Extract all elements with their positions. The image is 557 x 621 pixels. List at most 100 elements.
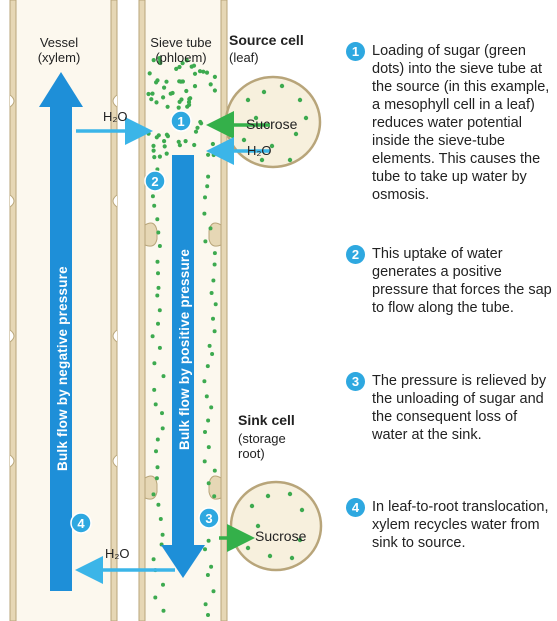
sugar-dot xyxy=(210,141,215,147)
sink-cell-title: Sink cell xyxy=(238,412,295,428)
sugar-dot xyxy=(299,507,305,513)
sugar-dot xyxy=(287,157,293,163)
sugar-dot xyxy=(155,217,160,222)
step-3-number: 3 xyxy=(346,372,365,391)
sugar-dot xyxy=(195,125,200,130)
sink-cell-subtitle-1: (storage xyxy=(238,431,286,446)
sugar-dot xyxy=(211,589,216,594)
sugar-dot xyxy=(160,411,164,416)
sugar-dot xyxy=(161,582,165,587)
sugar-dot xyxy=(156,502,161,507)
sugar-dot xyxy=(192,142,197,148)
sugar-dot xyxy=(245,545,251,551)
sugar-dot xyxy=(161,608,166,613)
sugar-dot xyxy=(287,491,293,497)
sugar-dot xyxy=(154,100,159,105)
sugar-dot xyxy=(188,96,193,101)
sugar-dot xyxy=(206,481,211,486)
positive-flow-label: Bulk flow by positive pressure xyxy=(177,249,192,450)
sugar-dot xyxy=(177,64,182,70)
sugar-dot xyxy=(157,244,162,248)
sieve-tube-right-wall xyxy=(220,0,228,621)
svg-text:4: 4 xyxy=(77,516,85,531)
sugar-dot xyxy=(202,211,207,216)
h2o-top-label: H₂O xyxy=(103,109,128,124)
sugar-dot xyxy=(168,91,173,96)
sugar-dot xyxy=(187,102,192,107)
sugar-dot xyxy=(255,523,261,529)
sugar-dot xyxy=(162,85,167,90)
sugar-dot xyxy=(210,352,215,356)
step-4-text: In leaf-to-root translocation, xylem rec… xyxy=(372,499,549,551)
xylem-right-wall xyxy=(110,0,118,621)
sugar-dot xyxy=(157,345,162,350)
sugar-dot xyxy=(147,71,152,76)
xylem-wall-pits xyxy=(9,94,118,468)
sugar-dot xyxy=(212,262,217,267)
sugar-dot xyxy=(152,155,157,160)
sieve-tube-label: Sieve tube (phloem) xyxy=(137,35,225,65)
sugar-dot xyxy=(174,66,179,71)
sugar-dot xyxy=(164,132,169,137)
phloem-translocation-diagram: Bulk flow by negative pressure Bulk flow… xyxy=(9,0,323,621)
sugar-dot xyxy=(183,139,188,144)
step-2-number: 2 xyxy=(346,245,365,264)
marker-4: 4 xyxy=(70,512,92,534)
sugar-dot xyxy=(146,131,151,136)
sugar-dot xyxy=(165,104,170,109)
sugar-dot xyxy=(297,97,303,103)
sugar-dot xyxy=(155,78,160,83)
sugar-dot xyxy=(152,361,157,366)
sugar-dot xyxy=(157,56,162,61)
negative-flow-label: Bulk flow by negative pressure xyxy=(55,266,70,471)
sugar-dot xyxy=(154,135,159,140)
sugar-dot xyxy=(205,184,210,189)
sugar-dot xyxy=(207,343,212,348)
sugar-dot xyxy=(261,89,267,95)
sugar-dot xyxy=(156,321,160,326)
sugar-dot xyxy=(180,61,185,66)
sugar-dot xyxy=(206,445,211,450)
sugar-dot xyxy=(303,115,309,121)
sugar-dot xyxy=(201,69,206,74)
sugar-dot xyxy=(151,148,156,153)
sugar-dot xyxy=(206,418,211,423)
sugar-dot xyxy=(206,613,210,617)
sugar-dot xyxy=(162,144,167,149)
sugar-dot xyxy=(160,532,165,537)
negative-pressure-arrow xyxy=(39,72,83,591)
sugar-dot xyxy=(160,426,165,431)
sugar-dot xyxy=(253,115,259,121)
sugar-dot xyxy=(161,374,166,379)
sugar-dot xyxy=(153,402,158,407)
sugar-dot xyxy=(204,70,210,75)
sugar-dot xyxy=(289,555,295,561)
sugar-dot xyxy=(179,97,184,102)
sugar-dot xyxy=(164,151,169,156)
step-1-text: Loading of sugar (green dots) into the s… xyxy=(372,43,550,203)
sugar-dot xyxy=(211,316,215,321)
vessel-label-line1: Vessel xyxy=(39,35,79,50)
sugar-dot xyxy=(269,143,275,149)
sugar-dot xyxy=(154,476,159,481)
sugar-dots xyxy=(146,56,309,617)
sugar-dot xyxy=(209,564,214,569)
sugar-dot xyxy=(212,494,217,499)
vessel-label-line2: (xylem) xyxy=(37,50,81,65)
svg-text:2: 2 xyxy=(151,174,158,189)
sugar-dot xyxy=(156,285,161,290)
sucrose-top-label: Sucrose xyxy=(246,116,298,132)
sugar-dot xyxy=(209,405,214,410)
sugar-dot xyxy=(153,595,158,600)
svg-text:1: 1 xyxy=(177,114,184,129)
sugar-dot xyxy=(198,119,203,125)
sucrose-bottom-label: Sucrose xyxy=(255,528,307,544)
sugar-dot xyxy=(155,465,160,470)
sugar-dot xyxy=(203,195,207,200)
sugar-dot xyxy=(203,430,207,434)
sugar-dot xyxy=(151,143,156,148)
sugar-dot xyxy=(176,105,181,110)
vessel-label: Vessel (xylem) xyxy=(18,35,100,65)
sugar-dot xyxy=(178,79,183,84)
sugar-dot xyxy=(205,573,210,577)
